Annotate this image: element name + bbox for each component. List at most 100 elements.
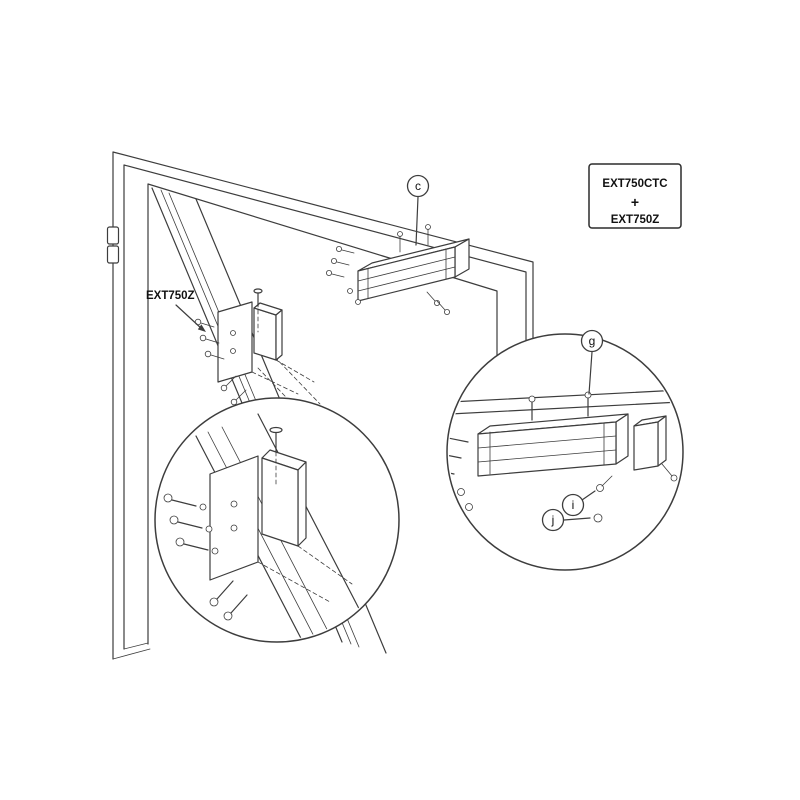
header-mounting-screws — [528, 391, 592, 421]
magnet-lamination-line — [357, 266, 456, 292]
callout-j: j — [541, 508, 591, 532]
screw-head-icon — [199, 334, 207, 342]
product-model-bottom: EXT750Z — [611, 214, 660, 226]
mounting-screws-left — [163, 493, 219, 555]
callout-letter-j: j — [551, 513, 555, 527]
screw-shaft — [336, 261, 350, 266]
armature-side-face — [657, 415, 667, 467]
bracket-hole — [230, 524, 238, 532]
mounting-screws-bottom — [209, 580, 248, 621]
screw-shaft — [210, 354, 225, 360]
screw-head-icon — [209, 597, 219, 607]
screw-head-icon — [528, 395, 536, 403]
screw-shaft — [331, 273, 345, 278]
screw-shaft — [177, 521, 203, 529]
screw-head-icon — [220, 384, 228, 392]
screw-head-icon — [175, 537, 185, 547]
screw-shaft — [230, 594, 248, 614]
frame-header-line — [449, 401, 681, 415]
screw-shaft — [183, 543, 209, 551]
callout-circle — [561, 493, 585, 517]
screw-shaft — [205, 338, 220, 344]
bracket-block-front — [261, 457, 299, 547]
callout-circle — [541, 508, 565, 532]
washers — [347, 288, 361, 305]
armature-plate — [633, 415, 678, 482]
screw-shaft — [449, 437, 469, 443]
flathead-screw-icon — [269, 426, 283, 434]
projection-line — [251, 371, 299, 395]
screw-shaft — [216, 580, 234, 600]
screw-head-icon — [440, 433, 448, 441]
callout-c: c — [406, 174, 430, 246]
mounting-screws-bottom — [220, 375, 247, 406]
detail-maglock-contents — [426, 389, 681, 523]
screw-shaft — [341, 249, 355, 254]
projection-line — [269, 351, 321, 405]
washer-icon — [347, 288, 353, 294]
detail-bracket-contents — [163, 413, 369, 640]
screw-head-icon — [584, 391, 592, 399]
bracket-block-front — [253, 307, 277, 361]
screw-head-icon — [443, 308, 450, 315]
screw-head-icon — [325, 269, 332, 276]
screw-shaft — [200, 322, 215, 328]
screw-shaft — [171, 499, 197, 507]
callout-leader-line — [415, 196, 419, 246]
washer-icon — [457, 488, 465, 496]
screw-head-icon — [670, 474, 678, 482]
screw-shaft — [426, 291, 436, 302]
screw-head-icon — [223, 611, 233, 621]
screw-shaft — [661, 463, 673, 477]
hinge-leaf-bottom — [106, 245, 120, 264]
washer-icon — [355, 299, 361, 305]
hinge-leaf-top — [106, 226, 120, 245]
callout-i: i — [561, 490, 596, 517]
side-screws-right — [426, 291, 450, 315]
projection-line — [297, 545, 353, 585]
bracket-block-side — [275, 309, 283, 361]
bracket-plate — [209, 455, 259, 581]
maglock-end-face — [615, 413, 629, 465]
bracket-plate — [217, 301, 253, 383]
screw-shaft — [601, 475, 613, 487]
bracket-label: EXT750Z — [146, 290, 206, 332]
plus-sign: + — [631, 194, 639, 210]
frame-header-line — [449, 389, 681, 403]
screw-head-icon — [426, 465, 434, 473]
bracket-hole — [230, 500, 238, 508]
screw-head-icon — [433, 299, 440, 306]
callout-leader-line — [588, 351, 593, 395]
frame-bottom-line-inner — [123, 642, 149, 650]
washer-icon — [199, 503, 207, 511]
bracket-label-text: EXT750Z — [146, 290, 195, 302]
callout-letter-c: c — [415, 179, 421, 193]
callout-circle — [406, 174, 430, 198]
z-bracket-assembly — [194, 288, 315, 406]
projection-line — [275, 359, 315, 383]
bracket-block-side — [297, 461, 307, 547]
washers — [457, 488, 473, 511]
frame-bottom-line — [112, 648, 151, 660]
side-screws-left — [325, 245, 355, 278]
product-label-box: EXT750CTC + EXT750Z — [588, 163, 682, 229]
screw-head-icon — [433, 449, 441, 457]
label-arrowhead — [197, 324, 206, 332]
callout-g: g — [580, 329, 604, 395]
product-box-border — [588, 163, 682, 229]
screw-head-icon — [204, 350, 212, 358]
header-mounting-screws — [397, 224, 431, 253]
callout-leader-line — [581, 490, 596, 501]
screw-head-icon — [335, 245, 342, 252]
callout-letter-i: i — [572, 498, 575, 512]
projection-line — [257, 561, 331, 603]
detail-view-maglock: g i j — [426, 329, 684, 571]
label-leader-line — [175, 304, 203, 330]
screw-shaft — [225, 375, 237, 387]
screw-head-icon — [230, 398, 238, 406]
bracket-hole — [230, 348, 236, 354]
screw-shaft — [436, 300, 446, 311]
magnet-lamination-line — [477, 449, 617, 463]
